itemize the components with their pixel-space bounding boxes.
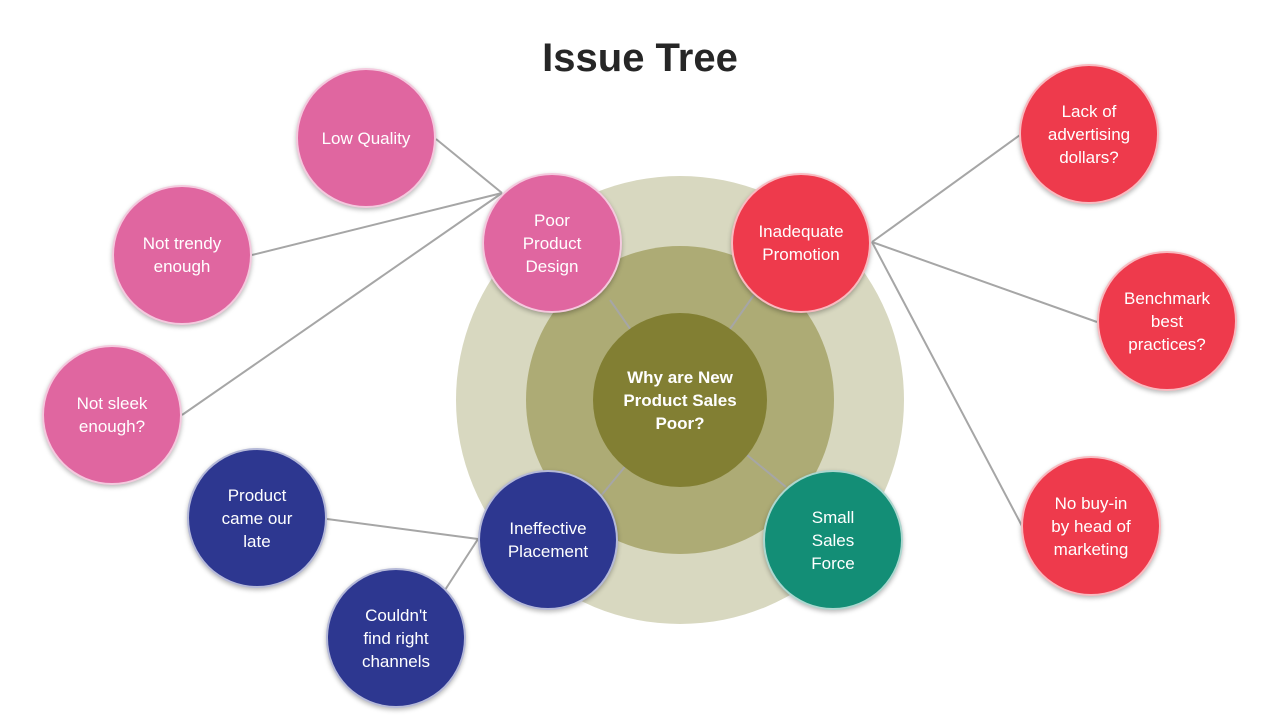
connector-promotion-advertising (871, 134, 1021, 243)
cause-not-trendy-enough: Not trendy enough (112, 185, 252, 325)
connector-placement-channels (444, 538, 479, 591)
node-poor-product-design: Poor Product Design (482, 173, 622, 313)
connector-placement-late (326, 518, 479, 540)
cause-lack-of-advertising-dollars: Lack of advertising dollars? (1019, 64, 1159, 204)
node-ineffective-placement: Ineffective Placement (478, 470, 618, 610)
connector-design-low-quality (435, 138, 503, 194)
cause-not-sleek-enough: Not sleek enough? (42, 345, 182, 485)
cause-low-quality: Low Quality (296, 68, 436, 208)
connector-promotion-benchmark (871, 241, 1098, 323)
node-inadequate-promotion: Inadequate Promotion (731, 173, 871, 313)
cause-benchmark-best-practices: Benchmark best practices? (1097, 251, 1237, 391)
connector-design-not-sleek (181, 192, 503, 416)
cause-no-buy-in-by-head-of-marketing: No buy-in by head of marketing (1021, 456, 1161, 596)
cause-product-came-our-late: Product came our late (187, 448, 327, 588)
cause-couldnt-find-right-channels: Couldn't find right channels (326, 568, 466, 708)
center-question: Why are New Product Sales Poor? (623, 367, 737, 433)
slide-title: Issue Tree (542, 36, 738, 80)
connector-design-not-trendy (251, 192, 503, 256)
center-core (593, 313, 767, 487)
node-small-sales-force: Small Sales Force (763, 470, 903, 610)
connector-promotion-buy-in (871, 241, 1023, 527)
